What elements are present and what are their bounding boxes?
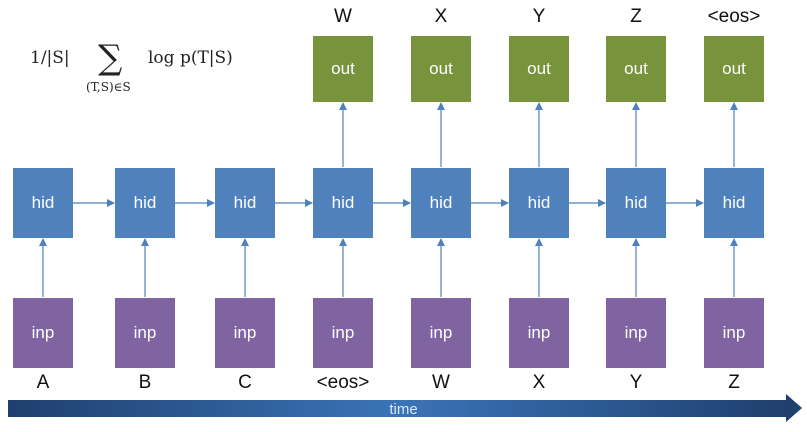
input-token-6: X	[532, 372, 546, 393]
output-node-3: out	[509, 36, 569, 102]
output-node-5: out	[704, 36, 764, 102]
time-axis-bar	[8, 400, 788, 417]
time-axis-label: time	[389, 401, 418, 418]
loss-formula: 1/|S| ∑ (T,S)∈S log p(T|S)	[30, 38, 290, 100]
input-node-8: inp	[704, 298, 764, 368]
hidden-node-1: hid	[13, 168, 73, 238]
output-token-5: <eos>	[707, 6, 761, 27]
hidden-node-4: hid	[313, 168, 373, 238]
input-token-7: Y	[629, 372, 643, 393]
input-token-8: Z	[728, 372, 740, 393]
hidden-node-3: hid	[215, 168, 275, 238]
hidden-node-2: hid	[115, 168, 175, 238]
output-token-1: W	[334, 6, 352, 27]
output-token-2: X	[434, 6, 448, 27]
input-node-2: inp	[115, 298, 175, 368]
hidden-node-6: hid	[509, 168, 569, 238]
input-token-2: B	[138, 372, 152, 393]
input-token-4: <eos>	[316, 372, 370, 393]
output-node-1: out	[313, 36, 373, 102]
formula-log-prob: log p(T|S)	[148, 48, 233, 68]
output-node-2: out	[411, 36, 471, 102]
input-token-5: W	[432, 372, 450, 393]
input-node-6: inp	[509, 298, 569, 368]
hidden-node-5: hid	[411, 168, 471, 238]
hidden-node-7: hid	[606, 168, 666, 238]
formula-sum-subscript: (T,S)∈S	[86, 80, 131, 94]
input-node-4: inp	[313, 298, 373, 368]
input-node-5: inp	[411, 298, 471, 368]
input-token-3: C	[238, 372, 252, 393]
input-node-7: inp	[606, 298, 666, 368]
output-token-3: Y	[532, 6, 546, 27]
hidden-node-8: hid	[704, 168, 764, 238]
formula-sum-symbol: ∑	[98, 38, 123, 78]
output-node-4: out	[606, 36, 666, 102]
input-token-1: A	[36, 372, 50, 393]
input-node-3: inp	[215, 298, 275, 368]
output-token-4: Z	[630, 6, 642, 27]
time-axis-arrowhead	[786, 394, 802, 422]
formula-normalizer: 1/|S|	[30, 48, 70, 68]
input-node-1: inp	[13, 298, 73, 368]
